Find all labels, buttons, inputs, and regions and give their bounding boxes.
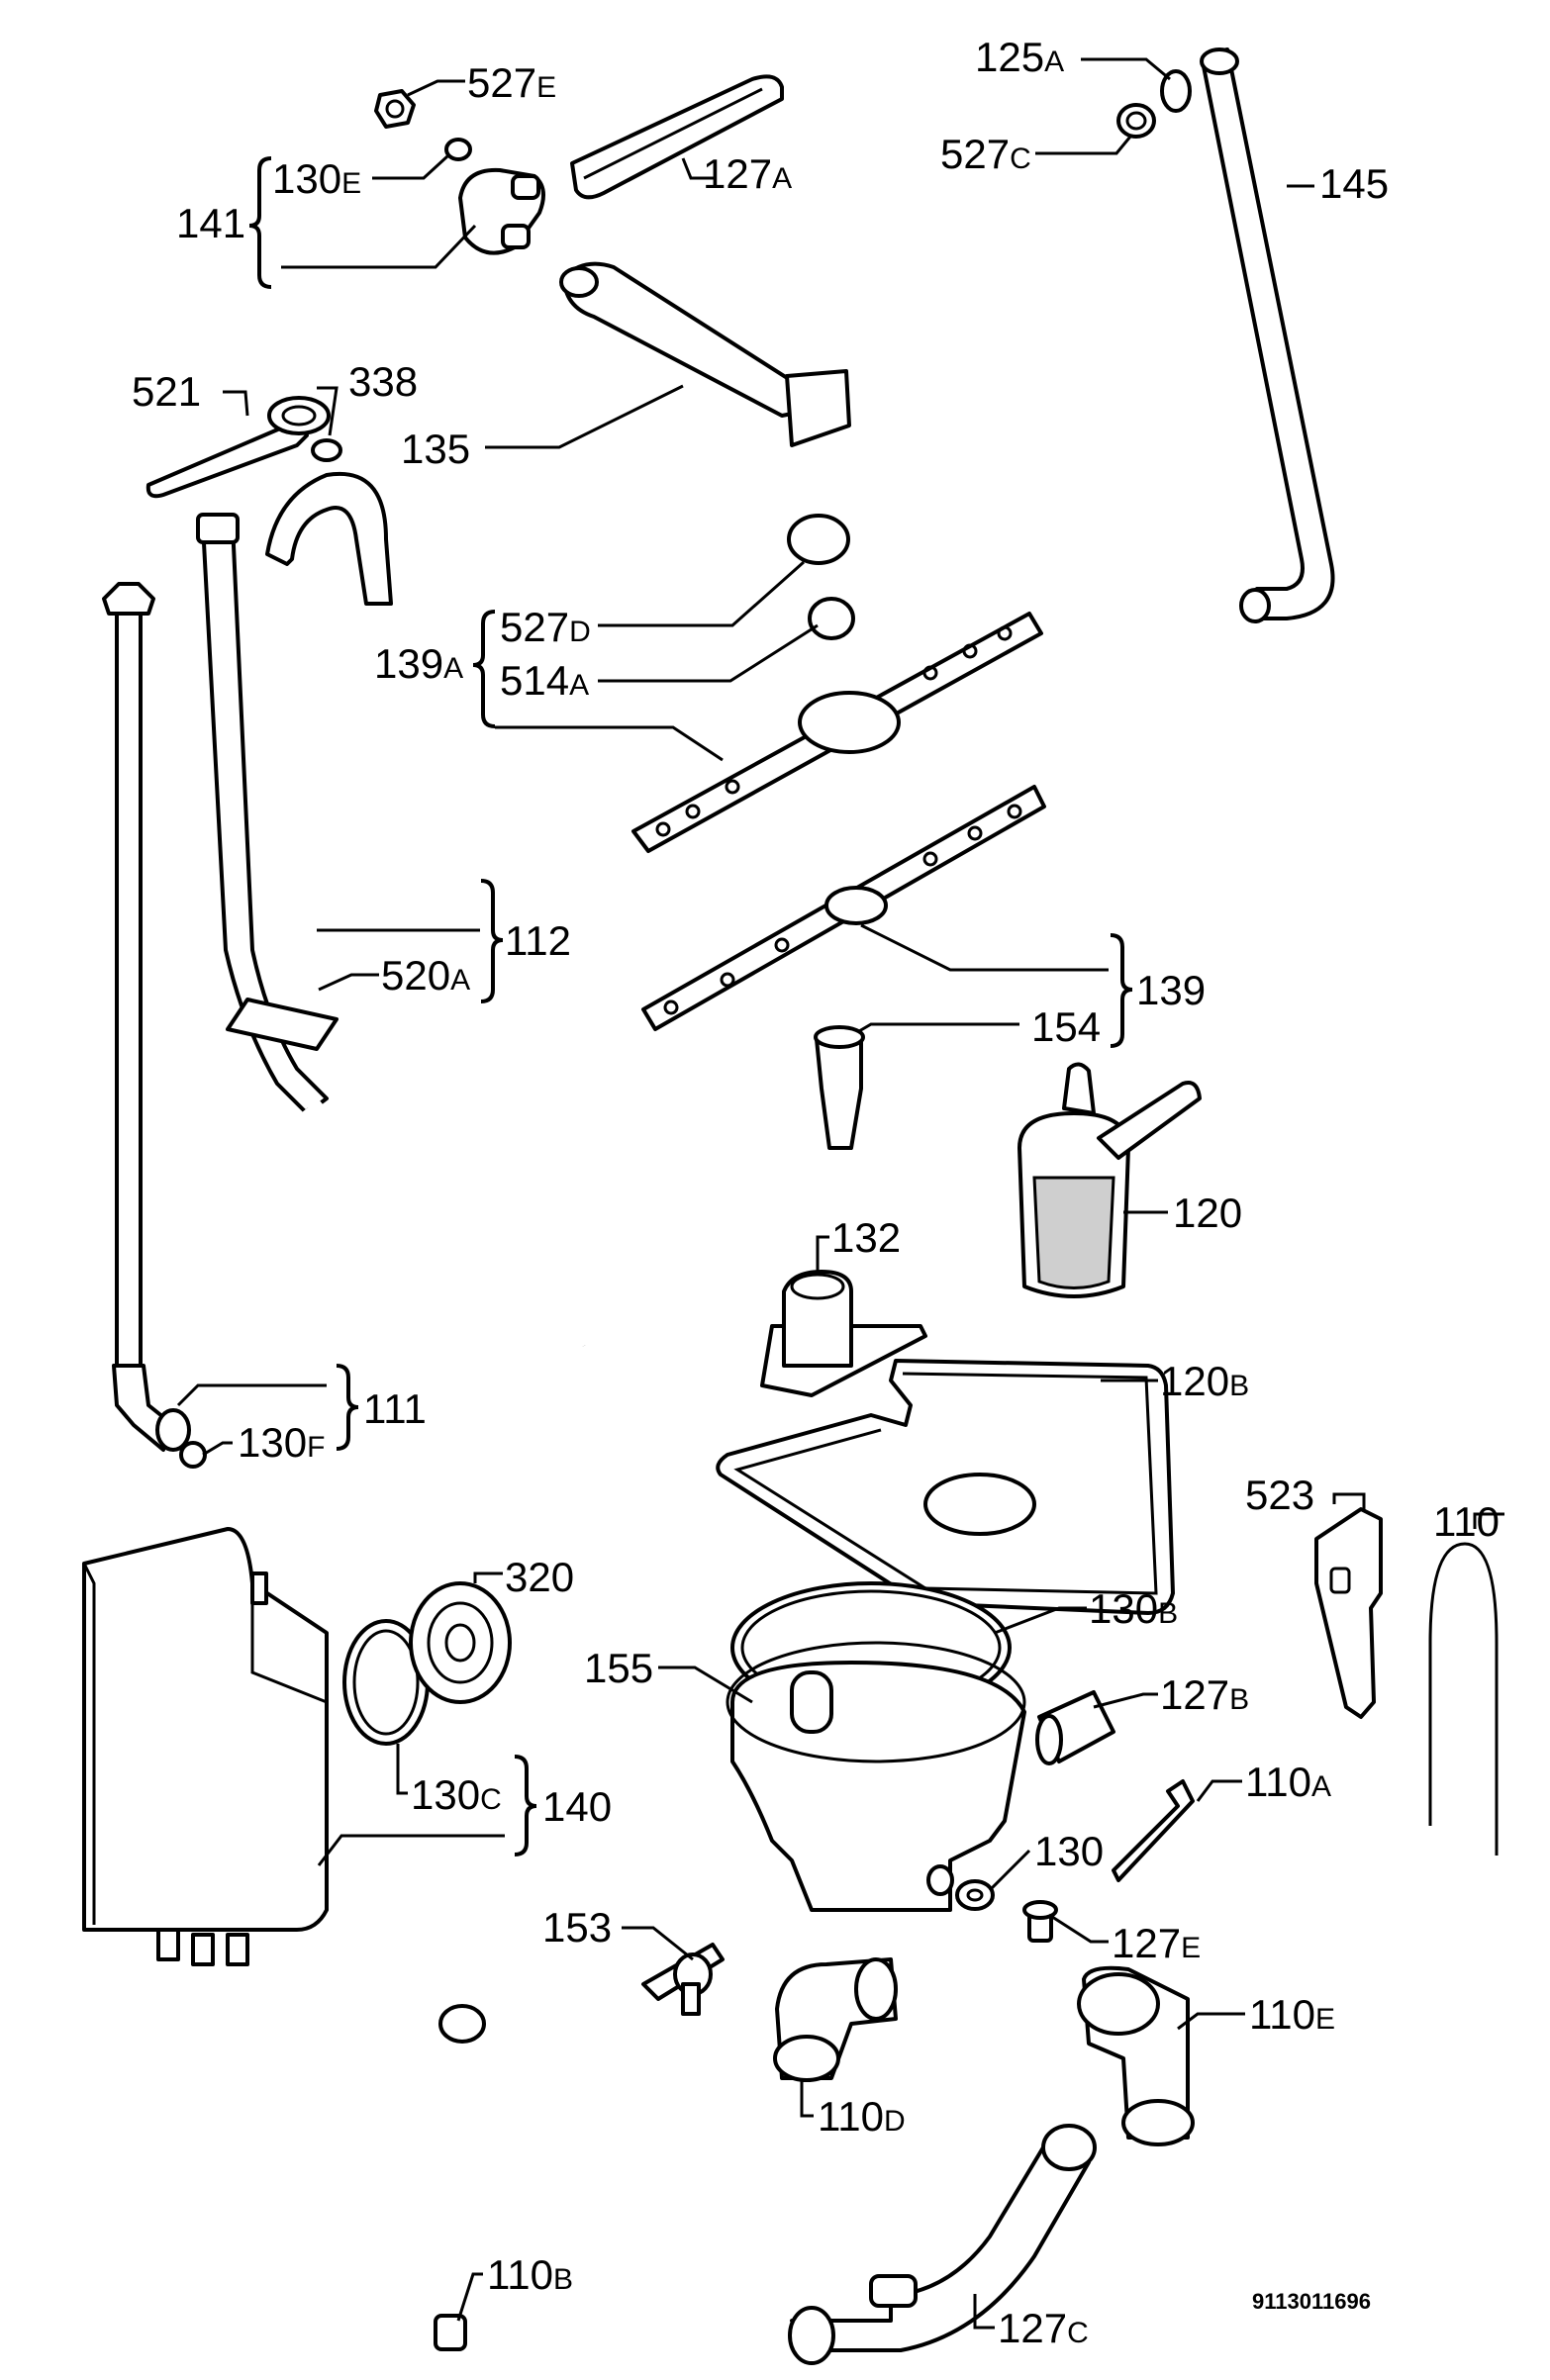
label-130F: 130F [238, 1419, 325, 1466]
label-154: 154 [1031, 1003, 1101, 1050]
leader-lines [176, 57, 1504, 2330]
part-141-manifold [458, 167, 545, 255]
part-145-tube [1200, 48, 1335, 623]
part-110e-elbow [1077, 1965, 1195, 2146]
part-112-hose [196, 513, 597, 1354]
label-120: 120 [1173, 1190, 1242, 1236]
label-527C: 527C [940, 131, 1031, 177]
label-120B: 120B [1160, 1358, 1249, 1404]
part-110a-hose [1112, 1779, 1195, 1882]
part-527e-nut [374, 89, 416, 129]
part-127c-hose [788, 2124, 1097, 2365]
label-127A: 127A [703, 150, 792, 197]
label-320: 320 [505, 1554, 574, 1600]
part-523-bracket [1314, 1507, 1383, 1719]
label-338: 338 [348, 358, 418, 405]
label-140: 140 [542, 1783, 612, 1830]
label-110: 110 [1433, 1498, 1500, 1545]
label-135: 135 [401, 426, 470, 472]
part-120-filter [1017, 1062, 1202, 1298]
label-132: 132 [831, 1214, 901, 1261]
label-125A: 125A [975, 34, 1064, 80]
label-155: 155 [584, 1645, 653, 1691]
document-code: 9113011696 [1252, 2289, 1371, 2314]
label-520A: 520A [381, 952, 470, 999]
part-139a-spray-arm [631, 514, 1043, 853]
label-130B: 130B [1089, 1585, 1178, 1632]
part-140-softener-tank [82, 1527, 329, 1966]
part-125a-ring [1160, 69, 1192, 113]
part-110b-hose [304, 2004, 486, 2351]
part-127b-sleeve [1035, 1690, 1115, 1765]
part-320-cap [409, 1581, 512, 1704]
label-514A: 514A [500, 657, 589, 704]
label-127B: 127B [1160, 1671, 1249, 1718]
label-112: 112 [505, 917, 571, 964]
part-130-washer [955, 1879, 995, 1911]
label-130C: 130C [411, 1771, 502, 1818]
part-155-sump [726, 1641, 1026, 1912]
part-110-tube [1428, 1542, 1499, 1856]
part-127a-duct [570, 74, 784, 200]
part-153-valve [641, 1943, 725, 2016]
label-145: 145 [1319, 160, 1389, 207]
part-521-key [145, 396, 331, 499]
label-127C: 127C [998, 2305, 1089, 2351]
label-130E: 130E [272, 155, 361, 202]
part-130e-washer [444, 138, 472, 161]
label-110B: 110B [487, 2251, 573, 2298]
label-110D: 110D [818, 2093, 906, 2140]
label-141: 141 [176, 200, 245, 246]
braces [248, 156, 1133, 1856]
label-527E: 527E [467, 59, 556, 106]
label-110E: 110E [1249, 1991, 1335, 2038]
label-139: 139 [1136, 967, 1206, 1013]
label-527D: 527D [500, 604, 591, 650]
label-521: 521 [132, 368, 201, 415]
part-338-bracket [265, 438, 393, 606]
part-154-nozzle [814, 1025, 865, 1150]
part-527c-cap [1116, 103, 1156, 139]
label-139A: 139A [374, 640, 463, 687]
part-132-valve [760, 1270, 927, 1397]
label-523: 523 [1245, 1472, 1314, 1518]
part-127e-screw [1022, 1900, 1058, 1943]
label-127E: 127E [1112, 1920, 1201, 1966]
part-110d-elbow [773, 1957, 898, 2082]
part-labels: 527E 130E 141 127A 125A 527C 145 521 338… [132, 34, 1500, 2351]
label-110A: 110A [1245, 1759, 1331, 1805]
part-120b-filter-plate [716, 1359, 1175, 1615]
part-135-duct [559, 261, 851, 447]
part-111-inlet-hose [102, 582, 207, 1469]
label-153: 153 [542, 1904, 612, 1951]
label-130: 130 [1034, 1828, 1104, 1874]
part-139-spray-arm [641, 785, 1046, 1031]
label-111: 111 [363, 1385, 427, 1432]
